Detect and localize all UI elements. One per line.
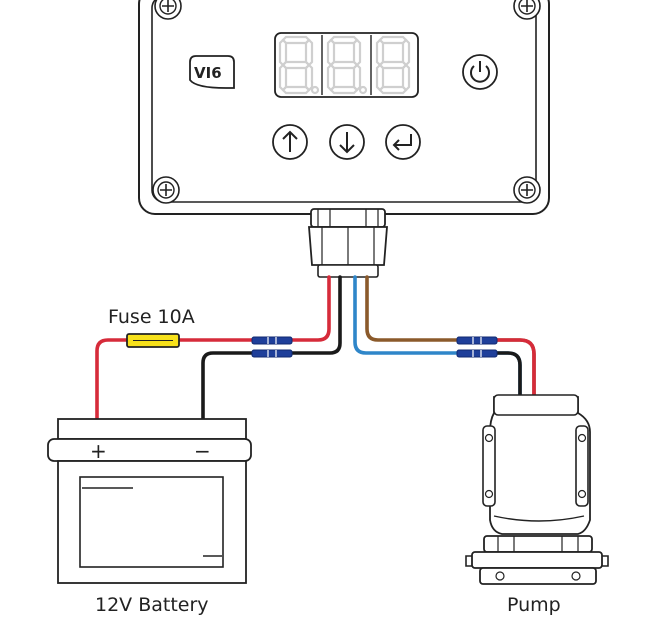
cable-gland — [308, 208, 388, 278]
brand-logo: VI6 — [189, 55, 235, 89]
display-segment — [329, 60, 359, 70]
wire-brown-controller — [365, 275, 536, 397]
controller-unit: VI6 — [138, 0, 550, 215]
up-arrow-icon — [282, 130, 298, 152]
seven-segment-display — [274, 32, 419, 98]
fuse: Fuse 10A — [108, 306, 195, 348]
display-segment — [378, 60, 408, 70]
butt-connectors-left — [251, 336, 293, 358]
up-arrow-button[interactable] — [272, 124, 308, 160]
wire-blue-controller — [353, 275, 522, 397]
pump-label: Pump — [507, 594, 561, 616]
brand-logo-text: VI6 — [194, 64, 222, 82]
screw-top-left-icon — [154, 0, 182, 20]
enter-icon — [392, 134, 412, 151]
fuse-label: Fuse 10A — [108, 306, 195, 328]
display-decimal-point — [310, 85, 320, 95]
screw-bottom-left-icon — [152, 176, 180, 204]
screw-bottom-right-icon — [513, 176, 541, 204]
power-button[interactable] — [462, 54, 498, 90]
wire-red-battery — [95, 338, 129, 428]
screw-top-right-icon — [513, 0, 541, 20]
display-segment — [281, 60, 311, 70]
down-arrow-button[interactable] — [329, 124, 365, 160]
enter-button[interactable] — [385, 124, 421, 160]
battery: + − 12V Battery — [47, 418, 252, 616]
battery-label: 12V Battery — [95, 594, 209, 616]
battery-plus-symbol: + — [90, 439, 107, 463]
down-arrow-icon — [339, 132, 355, 154]
battery-minus-symbol: − — [194, 439, 211, 463]
butt-connectors-right — [456, 336, 498, 358]
pump: Pump — [465, 394, 609, 616]
power-icon — [470, 61, 490, 83]
wire-red-controller — [178, 275, 331, 342]
display-decimal-point — [358, 85, 368, 95]
